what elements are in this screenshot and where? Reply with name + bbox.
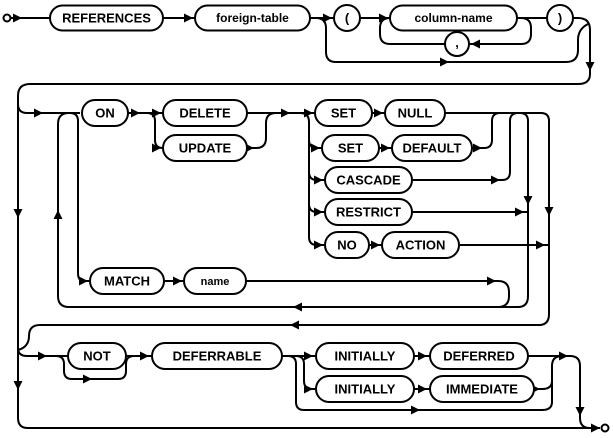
- svg-text:DEFERRED: DEFERRED: [443, 349, 515, 364]
- terminal-close-paren: ): [546, 4, 574, 32]
- svg-text:SET: SET: [331, 106, 356, 121]
- svg-text:RESTRICT: RESTRICT: [336, 205, 401, 220]
- nonterminal-foreign-table: foreign-table: [194, 4, 311, 32]
- terminal-update: UPDATE: [162, 134, 248, 162]
- svg-text:SET: SET: [338, 141, 363, 156]
- terminal-no: NO: [324, 231, 370, 259]
- svg-text:name: name: [201, 276, 230, 288]
- terminal-references: REFERENCES: [49, 4, 164, 32]
- svg-text:NOT: NOT: [83, 349, 111, 364]
- end-terminal-icon: [600, 423, 610, 433]
- svg-text:ON: ON: [95, 106, 115, 121]
- svg-text:REFERENCES: REFERENCES: [62, 11, 151, 26]
- terminal-match: MATCH: [89, 267, 165, 295]
- svg-text:CASCADE: CASCADE: [336, 173, 401, 188]
- svg-text:NO: NO: [337, 238, 357, 253]
- start-terminal-icon: [2, 13, 12, 23]
- svg-text:(: (: [345, 11, 350, 26]
- svg-text:INITIALLY: INITIALLY: [335, 349, 396, 364]
- terminal-cascade: CASCADE: [324, 166, 413, 194]
- terminal-comma: ,: [444, 31, 470, 57]
- terminal-on: ON: [81, 99, 129, 127]
- terminal-default: DEFAULT: [391, 134, 473, 162]
- terminal-deferred: DEFERRED: [429, 342, 529, 370]
- svg-text:UPDATE: UPDATE: [179, 141, 232, 156]
- svg-text:): ): [558, 11, 562, 26]
- svg-text:foreign-table: foreign-table: [216, 11, 289, 25]
- svg-text:DELETE: DELETE: [179, 106, 231, 121]
- terminal-open-paren: (: [333, 4, 361, 32]
- svg-text:DEFERRABLE: DEFERRABLE: [173, 349, 262, 364]
- nonterminal-column-name: column-name: [389, 4, 518, 32]
- nonterminal-name: name: [183, 267, 247, 295]
- terminal-restrict: RESTRICT: [324, 198, 413, 226]
- svg-text:,: ,: [455, 35, 459, 50]
- svg-text:INITIALLY: INITIALLY: [335, 382, 396, 397]
- svg-text:column-name: column-name: [414, 11, 492, 25]
- svg-text:IMMEDIATE: IMMEDIATE: [446, 382, 518, 397]
- terminal-deferrable: DEFERRABLE: [151, 342, 283, 370]
- terminal-not: NOT: [67, 342, 127, 370]
- svg-text:NULL: NULL: [398, 106, 433, 121]
- terminal-action: ACTION: [381, 231, 460, 259]
- svg-text:ACTION: ACTION: [396, 238, 446, 253]
- terminal-initially-deferred: INITIALLY: [315, 342, 415, 370]
- terminal-null: NULL: [384, 99, 446, 127]
- terminal-delete: DELETE: [162, 99, 248, 127]
- svg-text:MATCH: MATCH: [104, 274, 150, 289]
- terminal-set-null-set: SET: [314, 99, 373, 127]
- terminal-initially-immediate: INITIALLY: [315, 375, 415, 403]
- terminal-set-default-set: SET: [321, 134, 380, 162]
- svg-text:DEFAULT: DEFAULT: [403, 141, 462, 156]
- terminal-immediate: IMMEDIATE: [429, 375, 535, 403]
